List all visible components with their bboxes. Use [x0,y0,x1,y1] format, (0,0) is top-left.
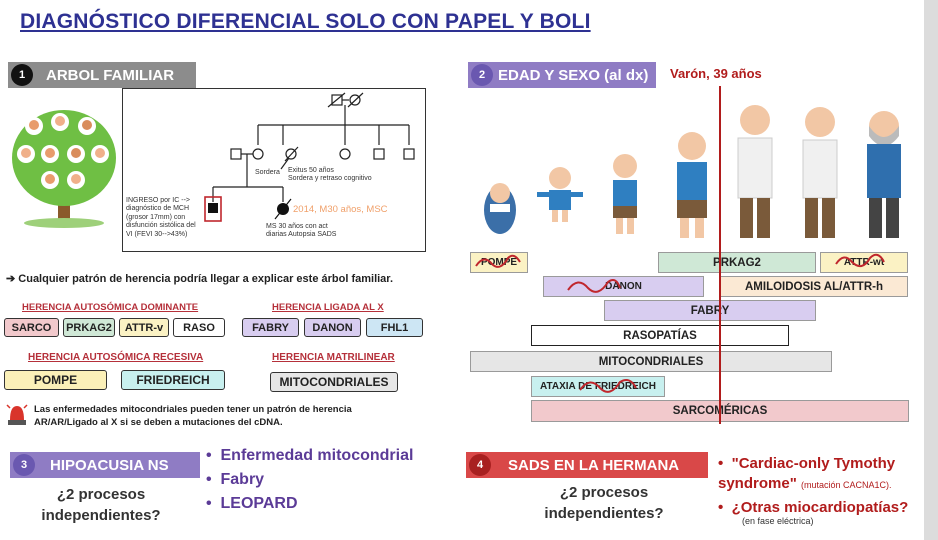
strike-attr-wt-icon [835,253,885,268]
strike-friedreich-icon [579,379,637,393]
arrow-right-icon: ➔ [6,273,19,285]
mother-circle [252,148,264,160]
tag-danon: DANON [304,318,361,337]
strike-danon-icon [567,279,621,293]
section4-question: ¿2 procesos independientes? [544,484,664,522]
ad-title: HERENCIA AUTOSÓMICA DOMINANTE [22,302,199,313]
tag-raso: RASO [173,318,225,337]
section3-number: 3 [13,454,35,476]
tag-fabry: FABRY [242,318,299,337]
tag-sarco: SARCO [4,318,59,337]
section4-bullets: • "Cardiac-only Tymothy syndrome" (mutac… [718,454,924,526]
section3-header: HIPOACUSIA NS 3 [10,452,200,478]
bar-prkag2: PRKAG2 [658,252,816,273]
section2-header: EDAD Y SEXO (al dx) 2 [468,62,657,88]
tag-friedreich: FRIEDREICH [121,370,225,390]
alert-text: Las enfermedades mitocondriales pueden t… [34,404,352,428]
section3-question: ¿2 procesos independientes? [41,486,161,524]
section1-title: ARBOL FAMILIAR [46,66,175,84]
section1-number: 1 [11,64,33,86]
tree-avatars [17,113,109,189]
proband-highlight [204,196,222,222]
section1-header-bar: ARBOL FAMILIAR [8,62,196,88]
inheritance-conclusion: ➔ Cualquier patrón de herencia podría ll… [6,273,394,285]
patient-label: Varón, 39 años [670,66,762,81]
section2-header-bar: EDAD Y SEXO (al dx) [468,62,657,88]
alert-siren-icon [6,404,28,425]
strike-pompe-icon [475,254,521,268]
x-title: HERENCIA LIGADA AL X [272,302,384,313]
section4-number: 4 [469,454,491,476]
bar-amiloidosis: AMILOIDOSIS AL/ATTR-h [720,276,908,297]
section2-number: 2 [471,64,493,86]
pedigree-chart [204,92,415,222]
figure-teen [677,132,707,238]
uncle-square [373,148,385,160]
uncle2-square [403,148,415,160]
mito-title: HERENCIA MATRILINEAR [272,352,395,363]
section4-header: SADS EN LA HERMANA 4 [466,452,708,478]
section3-bullet-3: • LEOPARD [206,495,298,512]
tag-prkag2: PRKAG2 [63,318,115,337]
section3-bullet-1: • Enfermedad mitocondrial [206,447,414,464]
aunt2-circle [339,148,351,160]
section4-title: SADS EN LA HERMANA [508,456,680,474]
bar-rasopatias: RASOPATÍAS [531,325,789,346]
section4-header-bar: SADS EN LA HERMANA [466,452,708,478]
figure-middle-aged [802,107,838,238]
figure-baby [484,183,516,234]
section3-header-bar: HIPOACUSIA NS [10,452,200,478]
sister-event: 2014, M30 años, MSC [293,204,388,215]
figure-child [613,154,637,234]
tag-mitocondriales: MITOCONDRIALES [270,372,398,392]
sister-detail: MS 30 años con act diarias Autopsia SADS [266,223,337,239]
section4-bullet-2: • ¿Otras miocardiopatías? [718,499,909,516]
tag-attr-v: ATTR-v [119,318,169,337]
figure-toddler [537,167,583,222]
page-title: DIAGNÓSTICO DIFERENCIAL SOLO CON PAPEL Y… [20,10,591,33]
section2-title: EDAD Y SEXO (al dx) [498,66,649,84]
window-edge [924,0,938,540]
ar-title: HERENCIA AUTOSÓMICA RECESIVA [28,352,204,363]
bar-mitocondriales: MITOCONDRIALES [470,351,832,372]
bar-danon: DANON [543,276,704,297]
section3-bullet-2: • Fabry [206,471,265,488]
proband-square [208,203,218,213]
section4-bullet-2-note: (en fase eléctrica) [742,516,814,526]
patient-age-marker [719,86,721,424]
father-square [230,148,242,160]
pedigree-box: Sordera Exitus 50 años Sordera y retraso… [122,88,426,252]
label-sordera: Sordera [255,169,280,176]
family-tree-illustration [12,110,116,228]
bar-fabry: FABRY [604,300,816,321]
tree-ground [24,218,104,228]
section4-bullet-1: • "Cardiac-only Tymothy syndrome" (mutac… [718,455,896,492]
figure-elderly [867,111,901,238]
tag-fhl1: FHL1 [366,318,423,337]
section3-bullets: • Enfermedad mitocondrial • Fabry • LEOP… [206,444,413,516]
figure-adult [737,105,773,238]
bar-pompe: POMPE [470,252,528,273]
label-exitus: Exitus 50 años Sordera y retraso cogniti… [288,167,372,183]
section1-header: ARBOL FAMILIAR 1 [8,62,196,88]
tag-pompe: POMPE [4,370,107,390]
section3-title: HIPOACUSIA NS [50,456,169,474]
ingreso-note: INGRESO por IC --> diagnóstico de MCH (g… [126,197,196,238]
age-figures [484,105,901,238]
